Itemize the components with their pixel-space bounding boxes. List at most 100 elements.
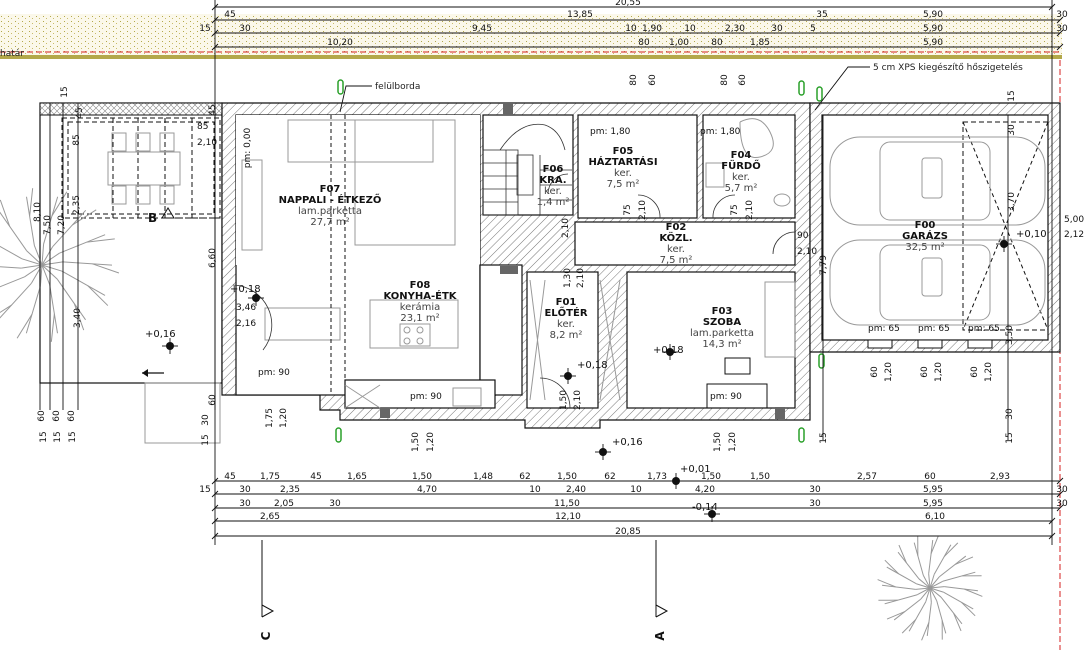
- tree-branch: [936, 600, 947, 634]
- room-name: HÁZTARTÁSI: [588, 155, 657, 168]
- dimension-label: 2,35: [72, 195, 82, 215]
- dimension-label: 20,55: [615, 0, 641, 8]
- garage-dimension: 3,50: [1005, 325, 1015, 345]
- dimension-label: 2,30: [725, 24, 745, 34]
- dimension-label: 30: [1056, 499, 1068, 509]
- level-label: +0,16: [145, 329, 176, 340]
- room-area: 8,2 m²: [550, 330, 583, 341]
- tree-branch: [49, 284, 58, 334]
- opening-dimension: 2,10: [797, 247, 817, 257]
- dimension-label: 80: [711, 38, 723, 48]
- dimension-label: 60: [67, 410, 77, 422]
- section-a-label: A: [653, 631, 667, 641]
- parapet-height: pm: 65: [918, 324, 950, 334]
- tree-branch: [940, 596, 963, 625]
- room-name: KÖZL.: [659, 230, 692, 244]
- room-floor: kerámia: [400, 301, 440, 313]
- dimension-label: 30: [809, 499, 821, 509]
- room-area: 27,7 m²: [310, 217, 349, 228]
- level-marker-icon: [704, 506, 720, 522]
- room-area: 32,5 m²: [905, 242, 944, 253]
- tree-branch: [886, 611, 906, 620]
- garage-dimension: 15: [819, 432, 829, 443]
- dimension-label: 6,60: [208, 248, 218, 268]
- room-code: F05: [613, 146, 634, 157]
- level-marker-icon: [560, 368, 576, 384]
- room-floor: ker.: [732, 172, 750, 183]
- dimension-label: 15: [53, 431, 63, 442]
- dimension-label: 5,90: [923, 10, 943, 20]
- opening-dimension: 1,20: [728, 432, 738, 452]
- dimension-label: 60: [924, 472, 936, 482]
- opening-dimension: 80: [629, 74, 639, 86]
- level-marker-icon: [248, 290, 264, 306]
- dimension-label: 15: [199, 485, 210, 495]
- garage-dimension: 15: [1007, 90, 1017, 101]
- tree-branch: [943, 591, 974, 610]
- dimension-label: 10: [529, 485, 541, 495]
- garage-dimension: 7,79: [819, 255, 829, 275]
- garage-dimension: 30: [1007, 124, 1017, 136]
- tree-branch: [0, 282, 32, 319]
- tree-branch: [929, 580, 943, 589]
- tree-branch: [898, 544, 907, 564]
- opening-dimension: 2,10: [561, 218, 571, 238]
- tree-branch: [0, 266, 22, 269]
- tree-branch: [61, 270, 106, 296]
- parapet-height: pm: 90: [710, 392, 742, 402]
- section-c-label: C: [259, 631, 273, 640]
- tree-branch: [915, 587, 931, 590]
- opening-dimension: 1,20: [934, 362, 944, 382]
- dimension-label: 1,50: [750, 472, 770, 482]
- parapet-height: pm: 65: [868, 324, 900, 334]
- level-marker-icon: [668, 473, 684, 489]
- room-name: KONYHA-ÉTK: [383, 289, 457, 302]
- dimension-label: 1,65: [347, 472, 367, 482]
- room-name: NAPPALI - ÉTKEZŐ: [279, 192, 382, 206]
- doors: [232, 173, 796, 409]
- dimension-label: 1,75: [260, 472, 280, 482]
- room-floor: ker.: [557, 319, 575, 330]
- dimension-tick: [1056, 16, 1064, 24]
- dimension-label: 2,57: [857, 472, 877, 482]
- room-floor: ker.: [667, 244, 685, 255]
- dimension-label: 3,40: [73, 308, 83, 328]
- tree-branch: [884, 594, 918, 605]
- tree-branch: [886, 566, 917, 585]
- dimension-label: 30: [771, 24, 783, 34]
- tree-branch: [29, 188, 34, 217]
- dimension-label: 12,10: [555, 512, 581, 522]
- tree-branch: [0, 304, 12, 314]
- tree-branch: [59, 234, 106, 254]
- dimension-label: 5,90: [923, 38, 943, 48]
- room-area: 7,5 m²: [607, 179, 640, 190]
- tree-branch: [87, 285, 109, 306]
- dimension-tick: [1056, 477, 1064, 485]
- tree-branch: [92, 263, 120, 274]
- tree-branch: [21, 264, 43, 269]
- tree-branch: [920, 587, 931, 600]
- tree-branch: [25, 285, 41, 334]
- garage: [809, 102, 1061, 353]
- dimension-label: 7,20: [57, 215, 67, 235]
- dimension-label: 1,50: [412, 472, 432, 482]
- opening-dimension: 75: [730, 204, 740, 215]
- tree-branch: [916, 583, 931, 589]
- dimension-label: 45: [224, 472, 235, 482]
- room-code: F04: [731, 150, 752, 161]
- tree-branch: [16, 314, 33, 339]
- opening-dimension: 2,10: [573, 390, 583, 410]
- dimension-label: 85: [72, 134, 82, 145]
- dimension-label: 4,70: [417, 485, 437, 495]
- dimension-label: 5,90: [923, 24, 943, 34]
- tree-branch: [26, 196, 35, 246]
- opening-dimension: 1,20: [426, 432, 436, 452]
- room-floor: ker.: [544, 186, 562, 197]
- opening-dimension: 1,50: [411, 432, 421, 452]
- tree-branch: [56, 279, 86, 321]
- dimension-label: 8,10: [33, 202, 43, 222]
- room-code: F06: [543, 164, 564, 175]
- tree-branch: [928, 573, 931, 589]
- dimension-label: 1,85: [750, 38, 770, 48]
